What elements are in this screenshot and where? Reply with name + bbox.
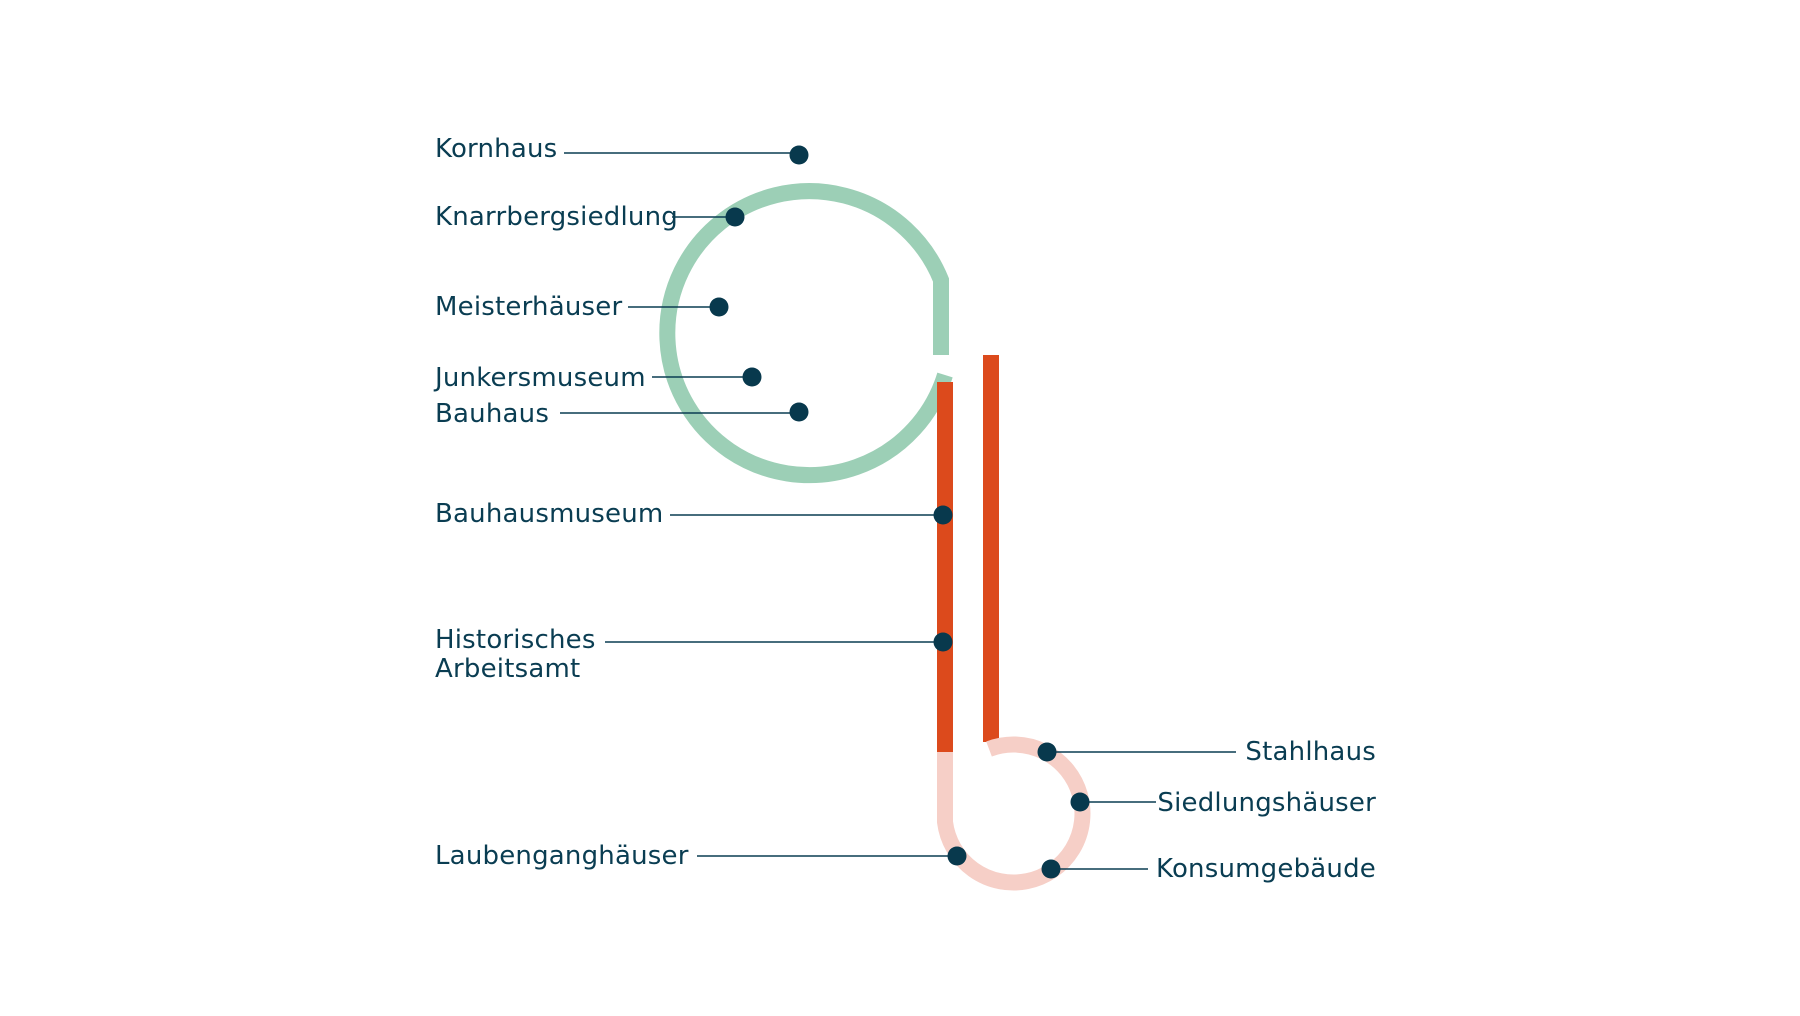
label-stahlhaus: Stahlhaus bbox=[1245, 737, 1376, 767]
stop-dots bbox=[709, 145, 1090, 879]
stop-dot-bauhaus bbox=[789, 402, 809, 422]
label-junkersmuseum: Junkersmuseum bbox=[433, 363, 646, 393]
stop-dot-stahlhaus bbox=[1037, 742, 1057, 762]
label-arbeitsamt: Arbeitsamt bbox=[435, 654, 580, 684]
south-loop-track bbox=[937, 736, 1091, 891]
stop-dot-laubenganghaeuser bbox=[947, 846, 967, 866]
stop-dot-historisches-arbeitsamt bbox=[933, 632, 953, 652]
north-loop-track bbox=[659, 183, 953, 484]
stop-dot-kornhaus bbox=[789, 145, 809, 165]
label-konsumgebaeude: Konsumgebäude bbox=[1156, 854, 1376, 884]
stop-dot-konsumgebaeude bbox=[1041, 859, 1061, 879]
stop-dot-bauhausmuseum bbox=[933, 505, 953, 525]
label-kornhaus: Kornhaus bbox=[435, 134, 557, 164]
leader-lines bbox=[560, 152, 1236, 870]
stop-dot-siedlungshaeuser bbox=[1070, 792, 1090, 812]
stop-dot-meisterhaeuser bbox=[709, 297, 729, 317]
label-meisterhaeuser: Meisterhäuser bbox=[435, 292, 622, 322]
label-siedlungshaeuser: Siedlungshäuser bbox=[1157, 788, 1376, 818]
label-bauhaus: Bauhaus bbox=[435, 399, 549, 429]
label-bauhausmuseum: Bauhausmuseum bbox=[435, 499, 663, 529]
label-knarrbergsiedlung: Knarrbergsiedlung bbox=[435, 202, 678, 232]
label-historisches: Historisches bbox=[435, 625, 596, 655]
stop-dot-junkersmuseum bbox=[742, 367, 762, 387]
stop-dot-knarrbergsiedlung bbox=[725, 207, 745, 227]
label-laubenganghaeuser: Laubenganghäuser bbox=[435, 841, 689, 871]
